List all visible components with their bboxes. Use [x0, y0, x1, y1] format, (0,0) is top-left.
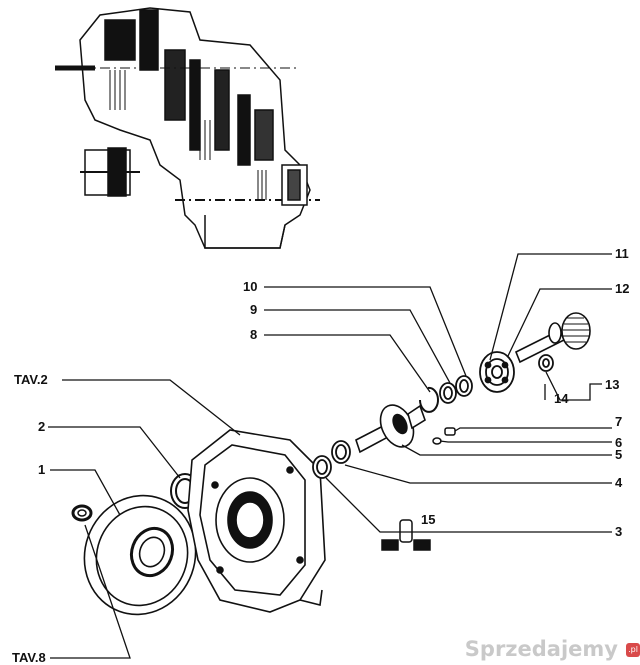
label-6: 6: [615, 435, 623, 450]
leader-lines: [48, 253, 612, 659]
part-8-circlip: [419, 386, 439, 413]
label-1: 1: [38, 462, 46, 477]
watermark: Sprzedajemy: [465, 637, 618, 661]
part-9-ring: [439, 382, 457, 404]
label-15: 15: [421, 512, 436, 527]
label-4: 4: [615, 475, 623, 490]
part-6-small-washer: [432, 437, 442, 445]
part-3-ring: [312, 455, 332, 479]
label-8: 8: [250, 327, 258, 342]
label-11: 11: [615, 246, 629, 261]
tav2-housing: [187, 429, 326, 613]
watermark-text: Sprzedajemy: [464, 637, 618, 661]
part-12-bearing: [479, 351, 515, 393]
part-4-ring: [331, 440, 351, 464]
part-13-splined-shaft: [514, 312, 591, 364]
label-7: 7: [615, 414, 623, 429]
part-14-washer: [538, 354, 554, 372]
label-3: 3: [615, 524, 623, 539]
label-12: 12: [615, 281, 630, 296]
label-10: 10: [243, 279, 258, 294]
label-14: 14: [554, 391, 569, 406]
part-5-flanged-shaft: [355, 404, 426, 454]
label-2: 2: [38, 419, 46, 434]
label-9: 9: [250, 302, 258, 317]
part-10-ring: [455, 375, 473, 397]
tav8-small-bearing: [71, 504, 93, 522]
part-1-cover-plate: [83, 494, 197, 616]
watermark-badge: .pl: [626, 643, 640, 657]
label-13: 13: [605, 377, 620, 392]
label-5: 5: [615, 447, 623, 462]
label-tav2: TAV.2: [14, 372, 48, 387]
label-tav8: TAV.8: [12, 650, 46, 665]
part-15-plug: [381, 519, 431, 551]
transmission-cross-section: [55, 7, 320, 249]
part-7-small-pin: [444, 427, 456, 436]
